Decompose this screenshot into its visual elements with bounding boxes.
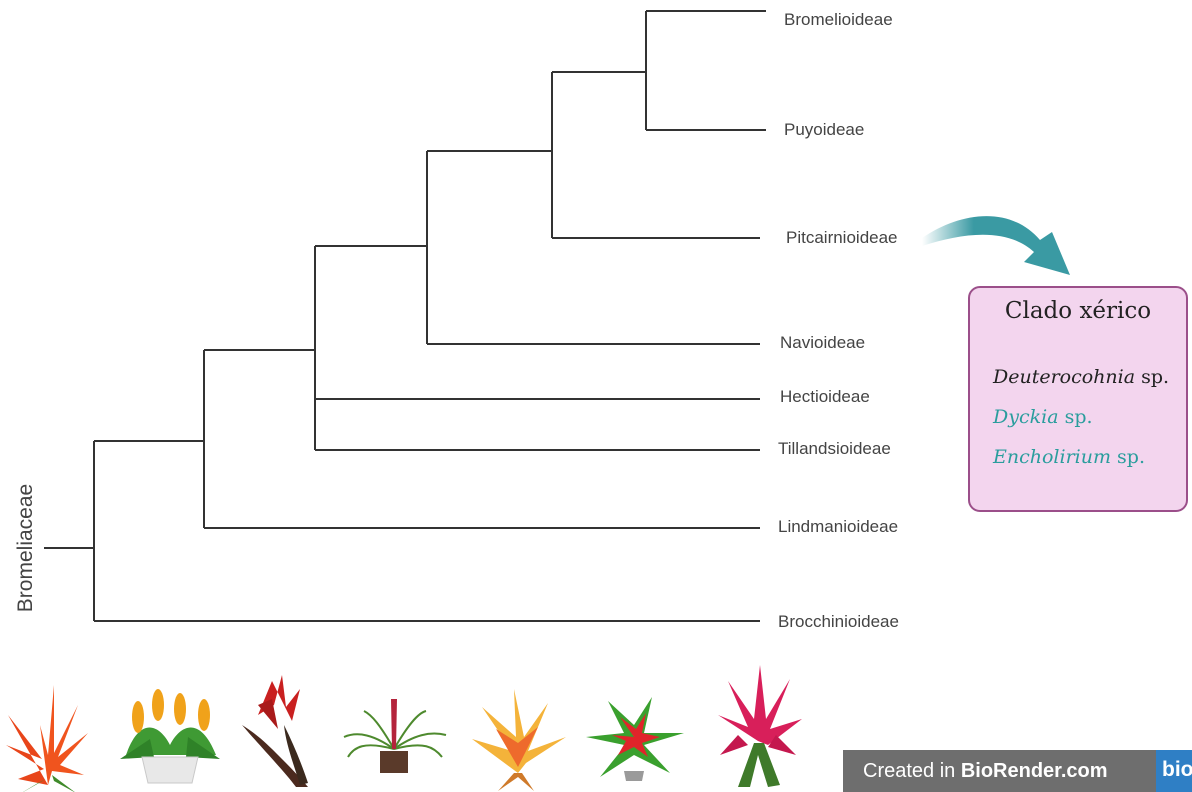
badge-prefix: Created in [863, 760, 961, 782]
biorender-logo-icon: bio [1156, 750, 1192, 792]
taxon-label-bromelioideae: Bromelioideae [784, 10, 893, 30]
taxon-label-navioideae: Navioideae [780, 333, 865, 353]
taxon-label-hectioideae: Hectioideae [780, 387, 870, 407]
species-genus: Dyckia [993, 406, 1059, 428]
species-item: Dyckia sp. [993, 406, 1093, 428]
badge-text: Created in BioRender.com [863, 760, 1108, 783]
taxon-label-puyoideae: Puyoideae [784, 120, 864, 140]
red-green-bromeliad-icon [586, 697, 684, 781]
tree-branches [44, 11, 766, 621]
species-item: Deuterocohnia sp. [993, 366, 1169, 388]
curved-arrow-icon [922, 216, 1070, 275]
species-item: Encholirium sp. [993, 446, 1145, 468]
species-suffix: sp. [1117, 446, 1145, 468]
badge-brand: BioRender.com [961, 760, 1108, 782]
red-bromeliad-icon [242, 675, 308, 787]
badge-logo-text: bio [1162, 758, 1192, 782]
potted-yellow-bromeliad-icon [120, 689, 220, 783]
taxon-label-brocchinioideae: Brocchinioideae [778, 612, 899, 632]
species-suffix: sp. [1065, 406, 1093, 428]
taxon-label-lindmanioideae: Lindmanioideae [778, 517, 898, 537]
biorender-badge[interactable]: Created in BioRender.com bio [843, 750, 1192, 792]
clade-box-title: Clado xérico [970, 298, 1186, 324]
species-genus: Encholirium [993, 446, 1111, 468]
taxon-label-tillandsioideae: Tillandsioideae [778, 439, 891, 459]
taxon-label-pitcairnioideae: Pitcairnioideae [786, 228, 898, 248]
potted-airplant-icon [344, 699, 446, 773]
pink-bromeliad-icon [718, 665, 802, 787]
orange-bromeliad-icon [6, 685, 88, 792]
species-genus: Deuterocohnia [993, 366, 1135, 388]
plant-illustrations [0, 655, 840, 792]
yellow-orange-bromeliad-icon [472, 689, 566, 791]
xeric-clade-box: Clado xérico Deuterocohnia sp. Dyckia sp… [968, 286, 1188, 512]
root-family-label: Bromeliaceae [14, 484, 38, 612]
species-suffix: sp. [1141, 366, 1169, 388]
